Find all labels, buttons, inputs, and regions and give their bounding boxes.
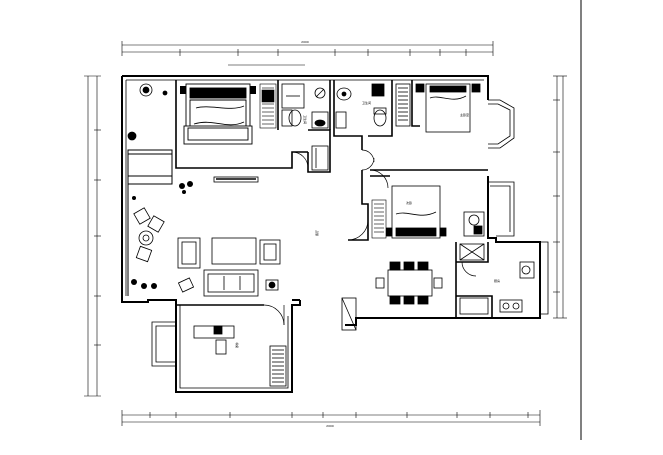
master-tv-unit — [213, 176, 259, 183]
bay-window-second — [488, 181, 515, 237]
bottom-dimension-lines — [121, 410, 541, 426]
door-swings — [263, 149, 477, 326]
left-dimension-lines — [84, 75, 101, 397]
bottom-overall-dimension: 2000 — [326, 424, 334, 428]
kitchen-label: 厨房 — [494, 278, 500, 283]
bay-window-master — [488, 99, 515, 149]
living-balcony-partition — [127, 149, 173, 296]
right-bed-top — [415, 83, 481, 133]
kitchen-fixtures — [459, 243, 535, 315]
study-furniture — [193, 325, 287, 387]
bedroom-master-label: 主卧室 — [460, 112, 469, 117]
dining-table-set — [375, 261, 443, 305]
living-room-label: 客厅 — [314, 230, 319, 236]
master-nightstands — [180, 86, 256, 94]
balcony-plants — [131, 181, 193, 289]
second-bed — [385, 185, 447, 239]
master-wardrobe — [259, 83, 277, 129]
bathroom-left-fixtures — [281, 83, 329, 171]
bathroom-left-label: 卫生间 — [303, 115, 308, 124]
bathroom-right-fixtures — [335, 83, 411, 129]
master-chair-corner — [127, 83, 168, 141]
top-dimension-lines — [121, 41, 494, 66]
balcony-chairs — [133, 207, 165, 263]
top-overall-dimension: 2000 — [301, 40, 309, 44]
exterior-walls-inner — [125, 79, 484, 389]
entrance-cabinet — [341, 297, 357, 331]
second-bedroom-desk — [463, 211, 485, 237]
bathroom-right-label: 卫生间 — [362, 100, 371, 105]
second-bedroom-wardrobe — [371, 199, 387, 239]
master-bed — [183, 83, 253, 145]
right-dimension-lines — [553, 75, 567, 319]
balcony-right — [540, 241, 549, 315]
study-desk-label: 书桌 — [235, 342, 240, 348]
bay-window-study — [151, 321, 176, 367]
bedroom-second-label: 次卧 — [406, 200, 412, 205]
living-sofa-set — [177, 237, 281, 297]
